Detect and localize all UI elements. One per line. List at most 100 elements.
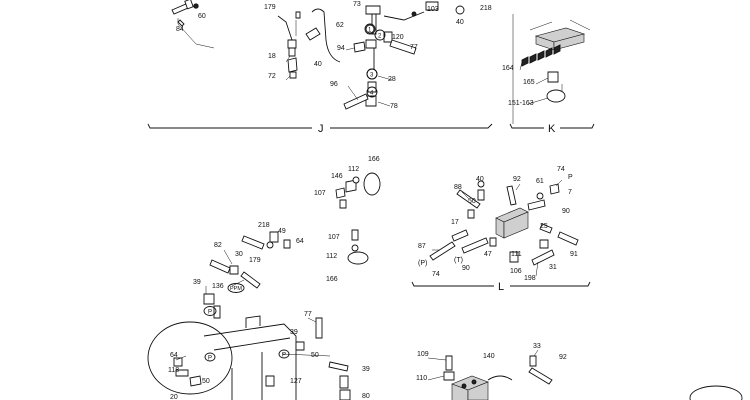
label-62: 62 <box>336 22 344 29</box>
valve-block-l <box>495 207 529 239</box>
section-label-j: J <box>318 123 324 135</box>
label-40-l: 40 <box>476 176 484 183</box>
bracket-165 <box>547 71 559 83</box>
lower-left-assembly <box>147 231 351 400</box>
leader-lines <box>175 47 563 381</box>
label-p-top: P <box>568 174 573 181</box>
label-28: 28 <box>388 76 396 83</box>
bracket-j-left <box>147 123 312 129</box>
bracket-k-right <box>560 123 595 129</box>
label-61: 61 <box>536 178 544 185</box>
label-17: 17 <box>451 219 459 226</box>
label-198: 198 <box>524 275 536 282</box>
bracket-k-left <box>509 123 544 129</box>
valve-column <box>343 1 465 110</box>
label-p-paren: (P) <box>418 260 427 267</box>
circled-ref-1: 1 <box>364 23 376 35</box>
label-20: 20 <box>170 394 178 400</box>
label-146: 146 <box>331 173 343 180</box>
label-50-lower: 50 <box>202 378 210 385</box>
lower-right-assembly <box>443 355 743 400</box>
label-179-top: 179 <box>264 4 276 11</box>
label-18: 18 <box>268 53 276 60</box>
label-218-j: 218 <box>480 5 492 12</box>
frame-legs <box>231 352 263 400</box>
label-107-top: 107 <box>314 190 326 197</box>
label-164: 164 <box>502 65 514 72</box>
svg-text:2: 2 <box>378 34 382 40</box>
label-39-bottom: 39 <box>362 366 370 373</box>
label-111: 111 <box>511 251 522 258</box>
label-109: 109 <box>417 351 429 358</box>
fitting-84 <box>171 0 215 49</box>
section-k: 164 165 151-163 K <box>502 14 595 135</box>
label-112-bottom: 112 <box>326 253 337 260</box>
label-96: 96 <box>330 81 338 88</box>
label-103: 103 <box>427 6 439 13</box>
svg-text:3: 3 <box>370 73 374 79</box>
label-74-top: 74 <box>557 166 565 173</box>
label-40-j: 40 <box>314 61 322 68</box>
section-j: 60 84 179 18 72 40 <box>147 0 493 135</box>
label-p-3: P <box>282 353 286 359</box>
label-p-1: P <box>208 310 212 316</box>
ppm-marker <box>227 283 245 293</box>
label-31: 31 <box>549 264 557 271</box>
svg-text:4: 4 <box>370 91 374 97</box>
label-92-l: 92 <box>513 176 521 183</box>
bracket-l-left <box>411 281 494 287</box>
label-82: 82 <box>214 242 222 249</box>
p-marker-2 <box>204 352 216 362</box>
pipe-179-group <box>277 11 301 79</box>
circled-ref-2: 2 <box>374 29 386 41</box>
label-78: 78 <box>390 103 398 110</box>
label-64-bottom: 64 <box>170 352 178 359</box>
label-72: 72 <box>268 73 276 80</box>
elbow-fitting <box>305 27 321 41</box>
label-30: 30 <box>235 251 243 258</box>
label-60: 60 <box>198 13 206 20</box>
label-39-top: 39 <box>193 279 201 286</box>
label-94: 94 <box>337 45 345 52</box>
label-80: 80 <box>362 393 370 400</box>
label-50-l: 50 <box>468 198 476 205</box>
label-25: 25 <box>540 223 548 230</box>
section-l: 88 40 92 61 74 P 7 50 90 17 25 87 111 47… <box>411 166 591 293</box>
bracket-l-right <box>510 281 591 287</box>
label-127: 127 <box>290 378 302 385</box>
label-p-2: P <box>208 356 212 362</box>
hose-lower-right <box>487 375 513 381</box>
svg-text:1: 1 <box>368 28 372 34</box>
label-218-lower: 218 <box>258 222 270 229</box>
label-118: 118 <box>168 367 179 374</box>
frame-top <box>203 323 297 400</box>
label-40-top: 40 <box>456 19 464 26</box>
bracket-j-right <box>330 123 493 129</box>
label-77-j: 77 <box>410 44 418 51</box>
label-74-bottom: 74 <box>432 271 440 278</box>
label-73: 73 <box>353 1 361 8</box>
label-166-top: 166 <box>368 156 380 163</box>
hose-40 <box>311 8 341 63</box>
label-77-lower: 77 <box>304 311 312 318</box>
p-marker-3 <box>278 349 290 359</box>
label-107-bottom: 107 <box>328 234 340 241</box>
label-179-lower: 179 <box>249 257 261 264</box>
label-136: 136 <box>212 283 224 290</box>
large-disc <box>147 321 233 395</box>
circled-ref-3: 3 <box>366 68 378 80</box>
section-label-l: L <box>498 281 504 293</box>
label-7: 7 <box>568 189 572 196</box>
label-91: 91 <box>570 251 578 258</box>
circled-ref-4: 4 <box>366 86 378 98</box>
p-marker-1 <box>203 306 217 316</box>
label-90-bottom: 90 <box>462 265 470 272</box>
manifold-block <box>529 19 591 51</box>
clamp-group-166 <box>335 172 381 265</box>
disc-lower-right <box>689 385 743 400</box>
label-165: 165 <box>523 79 535 86</box>
clamp-151-163 <box>546 84 566 103</box>
valve-bank-164 <box>521 44 561 67</box>
label-87: 87 <box>418 243 426 250</box>
